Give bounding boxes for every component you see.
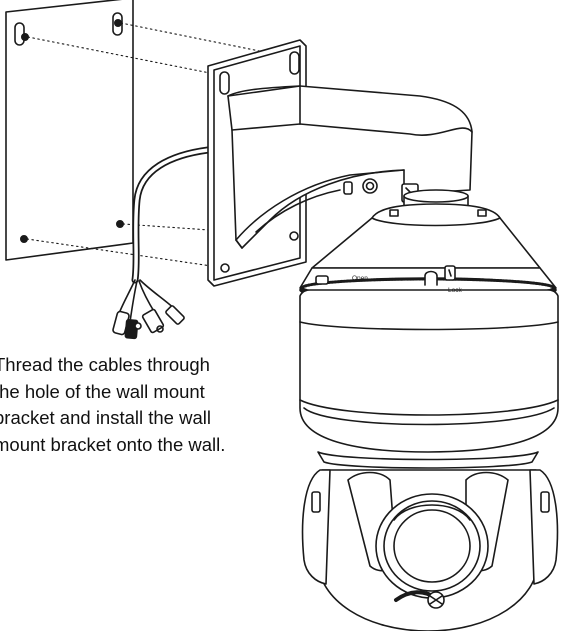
wall-mount-bracket	[207, 39, 473, 287]
ptz-camera	[299, 189, 559, 631]
instruction-line: bracket and install the wall	[0, 407, 211, 428]
open-label: Open	[352, 275, 368, 282]
instruction-line: Thread the cables through	[0, 354, 210, 375]
cable-bundle	[112, 146, 212, 340]
instruction-text: Thread the cables through the hole of th…	[0, 352, 294, 458]
instruction-line: mount bracket onto the wall.	[0, 433, 226, 455]
instruction-line: the hole of the wall mount	[0, 380, 205, 402]
lock-label: Lock	[448, 287, 462, 294]
